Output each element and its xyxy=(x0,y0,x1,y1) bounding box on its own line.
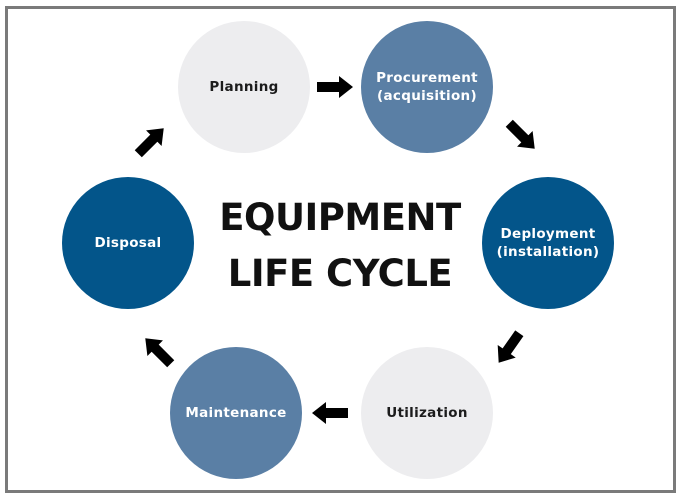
diagram-title: EQUIPMENT LIFE CYCLE xyxy=(195,190,485,302)
arrow-right-icon xyxy=(317,76,353,98)
arrow-up-left-icon xyxy=(137,330,179,372)
stage-procurement: Procurement (acquisition) xyxy=(361,21,493,153)
stage-deployment-label: Deployment (installation) xyxy=(496,226,600,260)
stage-disposal-label: Disposal xyxy=(94,235,162,251)
arrow-down-right-icon xyxy=(501,115,543,157)
stage-utilization-label: Utilization xyxy=(386,405,468,421)
stage-maintenance-label: Maintenance xyxy=(185,405,287,421)
title-line-1: EQUIPMENT xyxy=(219,196,461,239)
stage-deployment: Deployment (installation) xyxy=(482,177,614,309)
stage-planning-label: Planning xyxy=(209,79,279,95)
stage-procurement-label: Procurement (acquisition) xyxy=(376,70,478,104)
arrow-down-left-icon xyxy=(489,326,529,370)
title-line-2: LIFE CYCLE xyxy=(227,252,453,295)
stage-utilization: Utilization xyxy=(361,347,493,479)
stage-planning: Planning xyxy=(178,21,310,153)
stage-disposal: Disposal xyxy=(62,177,194,309)
arrow-left-icon xyxy=(312,402,348,424)
stage-maintenance: Maintenance xyxy=(170,347,302,479)
arrow-up-right-icon xyxy=(130,120,172,162)
